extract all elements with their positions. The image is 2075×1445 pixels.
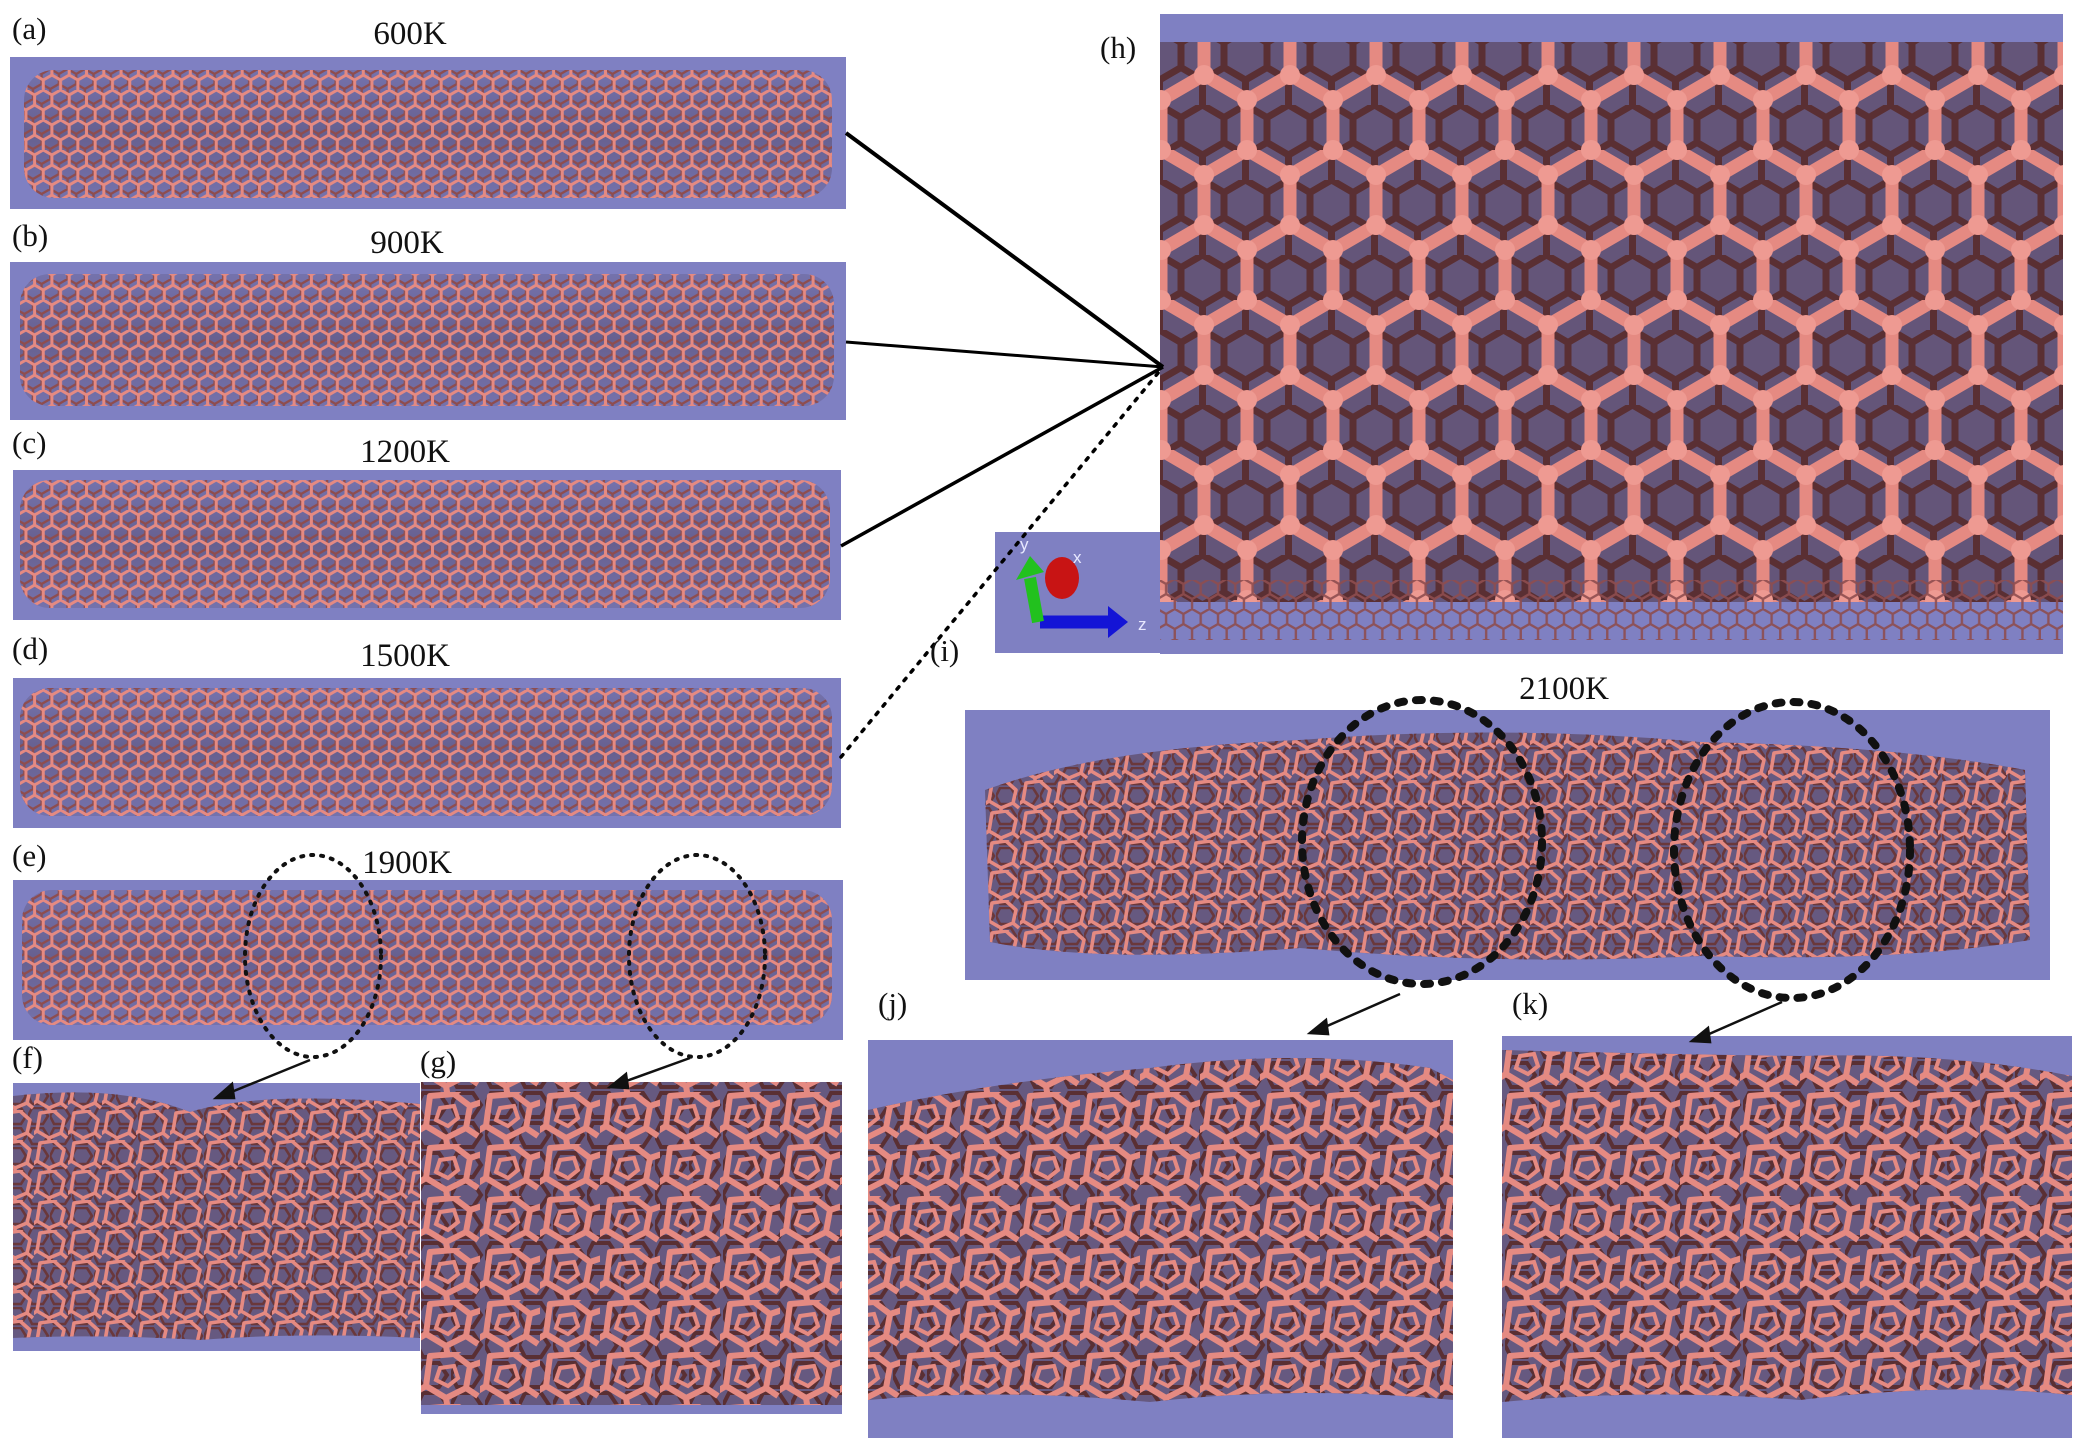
temp-label-a: 600K (373, 16, 447, 52)
panel-e-label: (e) (12, 838, 47, 873)
panel-c-image (13, 470, 841, 620)
temp-label-c: 1200K (360, 434, 450, 470)
panel-c-label: (c) (12, 425, 47, 460)
temp-label-b: 900K (370, 225, 444, 261)
temp-label-e: 1900K (362, 845, 452, 881)
panel-f-label: (f) (12, 1040, 43, 1075)
panel-b-image (10, 262, 846, 420)
axis-x-arrow (1045, 557, 1079, 599)
panel-f-image (13, 1083, 420, 1351)
temp-label-i: 2100K (1519, 671, 1609, 707)
panel-h-label: (h) (1100, 30, 1137, 65)
connector-lines (839, 131, 1165, 759)
panel-h-image (1160, 14, 2063, 654)
panel-d-image (13, 678, 841, 828)
axis-x-label: x (1073, 548, 1082, 567)
panel-g-image (421, 1082, 842, 1414)
panel-g-label: (g) (420, 1044, 457, 1079)
panel-a-image (10, 57, 846, 209)
panel-b-label: (b) (12, 218, 49, 253)
panel-j-image (868, 1040, 1453, 1438)
panel-a-label: (a) (12, 11, 47, 46)
panel-i-label: (i) (930, 633, 960, 668)
axes-gizmo: y x z (995, 532, 1160, 653)
axis-y-label: y (1020, 535, 1029, 554)
panel-i-image (965, 710, 2050, 980)
defect-circles (243, 696, 1914, 1059)
axis-z-label: z (1138, 615, 1147, 634)
panel-j-label: (j) (878, 986, 908, 1021)
temp-label-d: 1500K (360, 638, 450, 674)
panel-k-image (1502, 1036, 2072, 1438)
axis-y-arrow (1024, 576, 1044, 624)
panel-d-label: (d) (12, 631, 49, 666)
arrows (212, 992, 1783, 1100)
panel-k-label: (k) (1512, 986, 1549, 1021)
panel-e-image (13, 880, 843, 1040)
